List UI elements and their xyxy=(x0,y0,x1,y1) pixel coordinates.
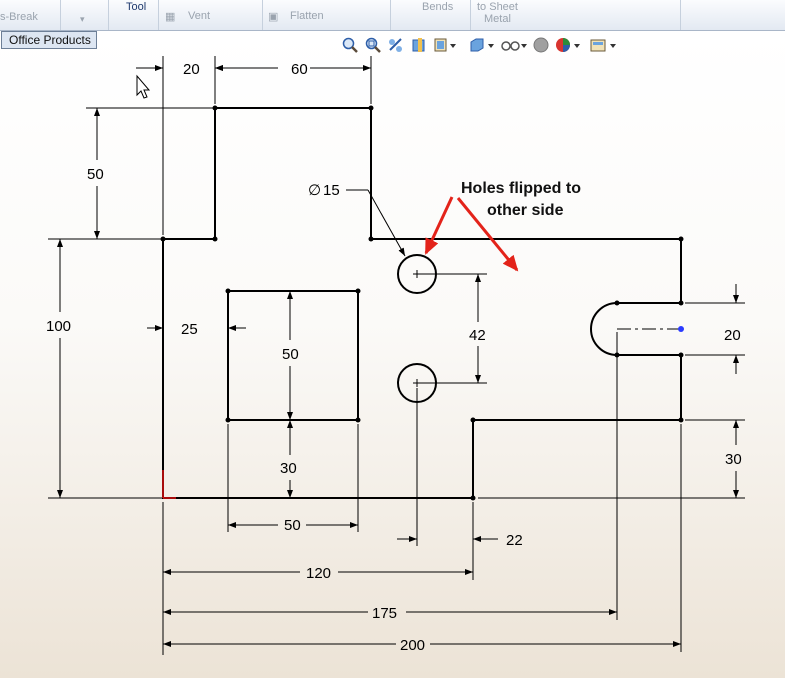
toolbar-separator xyxy=(158,0,159,30)
tool-button[interactable]: Tool xyxy=(126,1,147,13)
office-products-tab[interactable]: Office Products xyxy=(1,31,97,49)
origin-icon xyxy=(162,470,176,499)
sketch-canvas[interactable]: 20 60 50 100 ∅ 15 25 50 42 20 30 50 22 3… xyxy=(0,31,785,678)
view-orientation-icon[interactable] xyxy=(433,37,457,53)
apply-scene-icon[interactable] xyxy=(555,37,581,53)
dim-top-60[interactable]: 60 xyxy=(291,61,308,78)
dim-diameter-15[interactable]: 15 xyxy=(323,182,340,199)
toolbar-separator xyxy=(108,0,109,30)
part-outline[interactable] xyxy=(162,107,682,499)
dim-diameter-symbol: ∅ xyxy=(308,182,321,199)
convert-to-sheet-metal-button-line2[interactable]: Metal xyxy=(484,13,511,25)
dim-top-20[interactable]: 20 xyxy=(183,61,200,78)
toolbar-separator xyxy=(390,0,391,30)
rectangular-cutout xyxy=(227,290,359,421)
dim-30-right[interactable]: 30 xyxy=(725,451,742,468)
extension-lines xyxy=(48,56,745,655)
flatten-icon[interactable]: ▣ xyxy=(268,11,279,23)
dimension-lines xyxy=(57,65,739,647)
display-style-icon[interactable] xyxy=(469,37,495,53)
hole-center-marks xyxy=(413,270,421,387)
section-view-icon[interactable] xyxy=(411,37,427,53)
dim-22[interactable]: 22 xyxy=(506,532,523,549)
dim-hole-spacing-42[interactable]: 42 xyxy=(469,327,486,344)
previous-view-icon[interactable] xyxy=(388,37,404,53)
command-manager-toolbar: s-Break ▾ Tool ▦ Vent ▣ Flatten Bends to… xyxy=(0,0,785,31)
toolbar-separator xyxy=(680,0,681,30)
annotation-line2: other side xyxy=(487,202,564,219)
dim-175[interactable]: 175 xyxy=(372,605,397,622)
edit-appearance-icon[interactable] xyxy=(533,37,549,53)
dim-rect-height-50[interactable]: 50 xyxy=(282,346,299,363)
mouse-cursor-icon xyxy=(136,74,151,99)
zoom-to-fit-icon[interactable] xyxy=(342,37,358,53)
view-settings-icon[interactable] xyxy=(589,37,617,53)
slot-endpoint[interactable] xyxy=(678,326,684,332)
flatten-button[interactable]: Flatten xyxy=(290,10,324,22)
toolbar-separator xyxy=(262,0,263,30)
vent-button[interactable]: Vent xyxy=(188,10,211,22)
annotation-callout: Holes flipped to other side xyxy=(461,180,581,219)
vent-icon[interactable]: ▦ xyxy=(165,11,176,23)
dim-25[interactable]: 25 xyxy=(181,321,198,338)
dim-left-100[interactable]: 100 xyxy=(46,318,71,335)
dim-120[interactable]: 120 xyxy=(306,565,331,582)
hole-circle-bottom xyxy=(397,363,437,403)
hide-show-items-icon[interactable] xyxy=(500,37,528,53)
dropdown-arrow-icon[interactable]: ▾ xyxy=(80,14,85,24)
bends-button[interactable]: Bends xyxy=(422,1,454,13)
split-break-button[interactable]: s-Break xyxy=(0,11,38,23)
toolbar-separator xyxy=(470,0,471,30)
dim-200[interactable]: 200 xyxy=(400,637,425,654)
zoom-to-area-icon[interactable] xyxy=(365,37,381,53)
annotation-line1: Holes flipped to xyxy=(461,180,581,197)
convert-to-sheet-metal-button[interactable]: to Sheet xyxy=(477,1,518,13)
sketch-points xyxy=(160,105,684,501)
graphics-area[interactable]: 20 60 50 100 ∅ 15 25 50 42 20 30 50 22 3… xyxy=(0,31,785,678)
dim-30-left[interactable]: 30 xyxy=(280,460,297,477)
dim-slot-20[interactable]: 20 xyxy=(724,327,741,344)
dim-left-50[interactable]: 50 xyxy=(87,166,104,183)
annotation-arrows xyxy=(424,196,519,272)
hole-circle-top xyxy=(397,254,437,294)
toolbar-separator xyxy=(60,0,61,30)
dim-rect-width-50[interactable]: 50 xyxy=(284,517,301,534)
